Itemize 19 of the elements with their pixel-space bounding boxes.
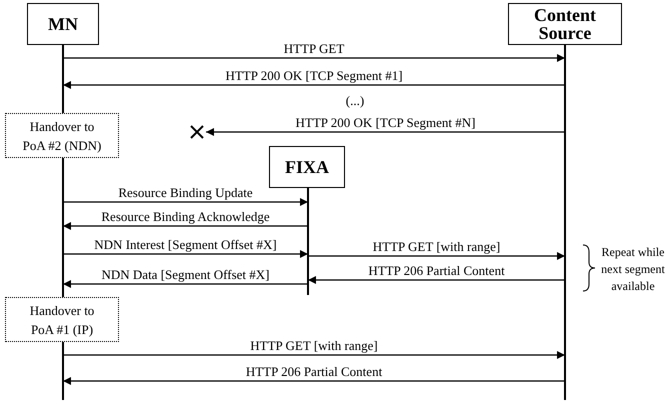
message-arrow xyxy=(63,54,565,62)
message-arrow xyxy=(206,128,565,136)
message-arrow xyxy=(308,276,565,284)
participant-box: FIXA xyxy=(269,146,345,188)
note-box: Handover to PoA #2 (NDN) xyxy=(5,113,119,158)
message-arrow xyxy=(63,222,308,230)
repeat-note: Repeat while next segment available xyxy=(600,244,666,295)
lost-message-cross xyxy=(190,125,204,139)
message-arrow xyxy=(63,81,565,89)
message-arrow xyxy=(63,250,308,258)
message-arrow xyxy=(63,377,565,385)
message-arrow xyxy=(63,351,565,359)
participant-box: Content Source xyxy=(508,3,622,45)
message-arrow xyxy=(63,198,308,206)
message-arrow xyxy=(308,252,565,260)
message-arrow xyxy=(63,280,308,288)
note-box: Handover to PoA #1 (IP) xyxy=(5,297,119,342)
participant-box: MN xyxy=(27,3,99,45)
ellipsis-label: (...) xyxy=(346,92,364,109)
